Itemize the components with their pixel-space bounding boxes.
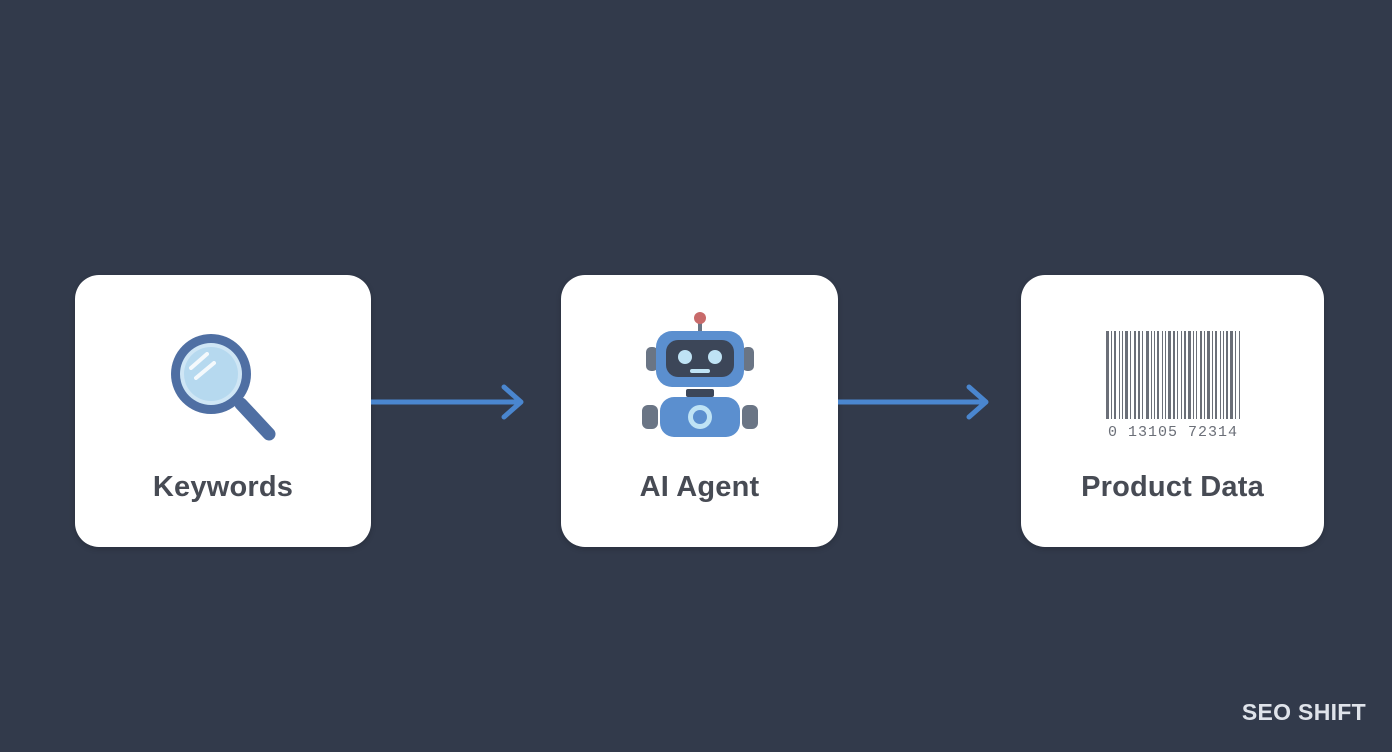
barcode-bar — [1161, 331, 1163, 419]
robot-icon — [641, 312, 758, 437]
barcode-bar — [1118, 331, 1120, 419]
barcode-bar — [1141, 331, 1143, 419]
magnifying-glass-icon — [171, 334, 276, 441]
barcode-bar — [1153, 331, 1155, 419]
barcode-bar — [1229, 331, 1233, 419]
barcode-bar — [1199, 331, 1202, 419]
node-product-data: 0 13105 72314 Product Data — [1021, 275, 1324, 547]
barcode-bar — [1121, 331, 1123, 419]
barcode-bar — [1203, 331, 1205, 419]
barcode-bar — [1133, 331, 1136, 419]
barcode-bar — [1183, 331, 1186, 419]
barcode-bar — [1156, 331, 1159, 419]
arrow-keywords-to-agent — [371, 384, 524, 420]
node-label-ai-agent: AI Agent — [639, 471, 760, 503]
barcode-bar — [1167, 331, 1171, 419]
barcode-bar — [1164, 331, 1166, 419]
barcode-bar — [1234, 331, 1236, 419]
barcode-bar — [1176, 331, 1178, 419]
barcode-bar — [1211, 331, 1213, 419]
barcode-bar — [1129, 331, 1131, 419]
brand-logo: SEO SHIFT — [1241, 699, 1366, 725]
barcode-bar — [1219, 331, 1221, 419]
barcode-bar — [1124, 331, 1128, 419]
barcode-bar — [1222, 331, 1224, 419]
arrow-agent-to-product-data — [838, 384, 989, 420]
barcode-bar — [1206, 331, 1210, 419]
node-label-keywords: Keywords — [152, 471, 294, 503]
barcode-bar — [1113, 331, 1116, 419]
barcode-bar — [1187, 331, 1191, 419]
barcode-bar — [1110, 331, 1112, 419]
barcode-bar — [1105, 331, 1109, 419]
barcode-bar — [1238, 331, 1240, 419]
barcode-bar — [1145, 331, 1149, 419]
barcode-bar — [1172, 331, 1175, 419]
barcode-bar — [1137, 331, 1140, 419]
node-ai-agent: AI Agent — [561, 275, 838, 547]
barcode-bar — [1195, 331, 1197, 419]
barcode-bar — [1214, 331, 1217, 419]
node-label-product-data: Product Data — [1081, 471, 1264, 503]
barcode-bar — [1225, 331, 1228, 419]
barcode-digits: 0 13105 72314 — [1107, 424, 1237, 439]
barcode-bar — [1180, 331, 1182, 419]
barcode-bar — [1192, 331, 1194, 419]
barcode-bar — [1150, 331, 1152, 419]
barcode-icon: 0 13105 72314 — [1105, 331, 1240, 439]
node-keywords: Keywords — [75, 275, 371, 547]
